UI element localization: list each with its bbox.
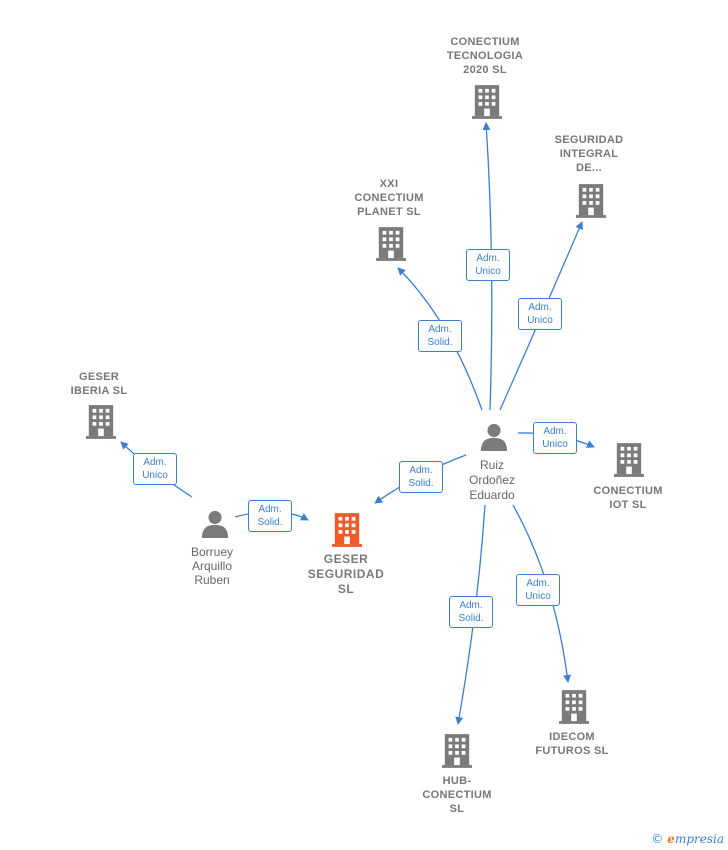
relation-badge[interactable]: Adm.Solid.	[449, 596, 493, 628]
company-label-geser-seguridad[interactable]: GESER SEGURIDAD SL	[307, 552, 385, 596]
company-label-seguridad-integral[interactable]: SEGURIDAD INTEGRAL DE...	[554, 134, 624, 174]
brand-footer[interactable]: ©empresia	[651, 832, 724, 846]
relation-badge[interactable]: Adm.Solid.	[248, 500, 292, 532]
company-label-idecom[interactable]: IDECOM FUTUROS SL	[535, 731, 609, 757]
relation-badge[interactable]: Adm.Unico	[133, 453, 177, 485]
company-label-conectium-iot[interactable]: CONECTIUM IOT SL	[593, 485, 663, 511]
building-icon[interactable]	[86, 405, 116, 439]
relation-badge[interactable]: Adm.Unico	[533, 422, 577, 454]
brand-logo-initial: e	[667, 832, 675, 846]
building-icon[interactable]	[472, 85, 502, 119]
building-icon[interactable]	[442, 734, 472, 768]
brand-logo-text: mpresia	[674, 832, 724, 846]
building-icon[interactable]	[559, 690, 589, 724]
person-icon[interactable]	[201, 510, 229, 538]
company-label-xxi-conectium[interactable]: XXI CONECTIUM PLANET SL	[354, 178, 424, 218]
copyright-symbol: ©	[651, 832, 664, 846]
relation-badge[interactable]: Adm.Unico	[466, 249, 510, 281]
relation-badge[interactable]: Adm.Unico	[516, 574, 560, 606]
person-icon[interactable]	[480, 423, 508, 451]
relation-badge[interactable]: Adm.Unico	[518, 298, 562, 330]
building-icon[interactable]	[576, 184, 606, 218]
relation-badge[interactable]: Adm.Solid.	[399, 461, 443, 493]
building-icon[interactable]	[614, 443, 644, 477]
person-label-borruey[interactable]: Borruey Arquillo Ruben	[190, 545, 234, 587]
person-label-ruiz[interactable]: Ruiz Ordoñez Eduardo	[468, 458, 516, 502]
relation-badge[interactable]: Adm.Solid.	[418, 320, 462, 352]
company-label-hub-conectium[interactable]: HUB- CONECTIUM SL	[422, 775, 492, 815]
company-label-conectium-tecnologia[interactable]: CONECTIUM TECNOLOGIA 2020 SL	[446, 36, 524, 76]
building-icon[interactable]	[376, 227, 406, 261]
company-label-geser-iberia[interactable]: GESER IBERIA SL	[70, 371, 128, 397]
building-icon[interactable]	[332, 513, 362, 547]
